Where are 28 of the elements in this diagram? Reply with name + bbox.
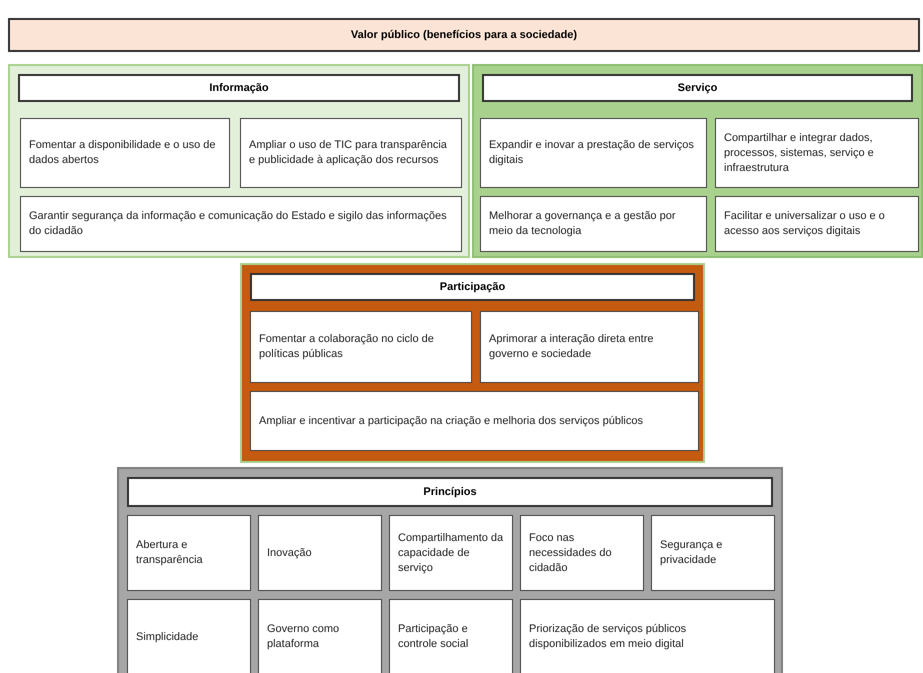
group-panel bbox=[240, 263, 705, 463]
group-panel bbox=[117, 467, 783, 673]
text-box: Inovação bbox=[258, 515, 382, 591]
text-box: Fomentar a disponibilidade e o uso de dados abertos bbox=[20, 118, 230, 188]
panel-heading: Participação bbox=[250, 273, 695, 301]
text-box: Ampliar o uso de TIC para transparência e publicidade à aplicação dos recursos bbox=[240, 118, 462, 188]
panel-heading: Serviço bbox=[482, 74, 913, 102]
text-box: Foco nas necessidades do cidadão bbox=[520, 515, 644, 591]
text-box: Segurança e privacidade bbox=[651, 515, 775, 591]
group-panel bbox=[472, 64, 923, 258]
text-box: Compartilhamento da capacidade de serviço bbox=[389, 515, 513, 591]
group-panel bbox=[8, 64, 470, 258]
text-box: Garantir segurança da informação e comunicação do Estado e sigilo das informações do cidadão bbox=[20, 196, 462, 252]
header-bar: Valor público (benefícios para a sociedade) bbox=[8, 18, 920, 52]
text-box: Simplicidade bbox=[127, 599, 251, 673]
text-box: Fomentar a colaboração no ciclo de políticas públicas bbox=[250, 311, 472, 383]
text-box: Facilitar e universalizar o uso e o acesso aos serviços digitais bbox=[715, 196, 919, 252]
text-box: Participação e controle social bbox=[389, 599, 513, 673]
text-box: Compartilhar e integrar dados, processos, sistemas, serviço e infraestrutura bbox=[715, 118, 919, 188]
text-box: Ampliar e incentivar a participação na criação e melhoria dos serviços públicos bbox=[250, 391, 699, 451]
panel-heading: Informação bbox=[18, 74, 460, 102]
text-box: Priorização de serviços públicos disponibilizados em meio digital bbox=[520, 599, 775, 673]
text-box: Aprimorar a interação direta entre governo e sociedade bbox=[480, 311, 699, 383]
text-box: Abertura e transparência bbox=[127, 515, 251, 591]
text-box: Melhorar a governança e a gestão por meio da tecnologia bbox=[480, 196, 707, 252]
text-box: Governo como plataforma bbox=[258, 599, 382, 673]
panel-heading: Princípios bbox=[127, 477, 773, 507]
text-box: Expandir e inovar a prestação de serviços digitais bbox=[480, 118, 707, 188]
